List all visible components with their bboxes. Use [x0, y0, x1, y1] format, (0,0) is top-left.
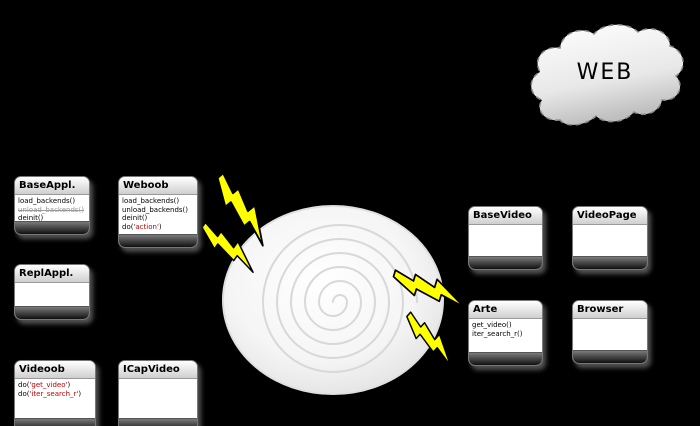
class-box-footer [15, 306, 89, 319]
class-title: VideoPage [573, 207, 647, 225]
lightning-bolt-icon [406, 311, 452, 367]
class-title: BaseAppl. [15, 177, 89, 195]
method-line: do('iter_search_r') [18, 390, 92, 399]
lightning-bolt-icon [392, 269, 466, 308]
class-title: Arte [469, 301, 542, 319]
web-cloud-label: WEB [576, 60, 634, 85]
method-line: deinit() [122, 214, 148, 222]
class-box-footer [15, 221, 89, 234]
lightning-bolt-icon [216, 172, 264, 247]
class-box-footer [15, 418, 95, 426]
class-title: ICapVideo [119, 361, 197, 379]
class-methods [573, 319, 647, 350]
class-box-footer [573, 350, 647, 363]
class-title: Browser [573, 301, 647, 319]
class-box-videoob: Videoob do('get_video') do('iter_search_… [14, 360, 96, 426]
class-box-arte: Arte get_video() iter_search_r() [468, 300, 543, 366]
method-line: do('action') [122, 223, 194, 232]
class-box-browser: Browser [572, 300, 648, 364]
method-line: unload_backends() [122, 205, 189, 214]
method-line: load_backends() [122, 197, 180, 205]
method-line: load_backends() [18, 197, 76, 205]
lightning-bolt-icon [201, 221, 254, 274]
class-box-icapvideo: ICapVideo [118, 360, 198, 426]
class-methods: get_video() iter_search_r() [469, 319, 542, 352]
class-methods [119, 379, 197, 418]
class-box-footer [119, 418, 197, 426]
method-text: ) [78, 389, 82, 398]
class-methods: do('get_video') do('iter_search_r') [15, 379, 95, 418]
class-box-videopage: VideoPage [572, 206, 648, 270]
method-line: get_video() [472, 321, 512, 329]
class-methods [469, 225, 542, 256]
method-text: do( [18, 381, 30, 389]
method-text: do( [122, 222, 134, 231]
class-box-basevideo: BaseVideo [468, 206, 543, 270]
class-box-footer [119, 234, 197, 247]
method-text-emphasis: 'action' [133, 222, 159, 231]
spiral-swirl-graphic [222, 205, 444, 395]
class-title: BaseVideo [469, 207, 542, 225]
class-methods [573, 225, 647, 256]
method-text: do( [18, 389, 30, 398]
class-title: Videoob [15, 361, 95, 379]
method-line: deinit() [18, 214, 44, 222]
class-box-weboob: Weboob load_backends() unload_backends()… [118, 176, 198, 248]
method-line-strikethrough: unload_backends() [18, 205, 85, 214]
class-methods: load_backends() unload_backends() deinit… [119, 195, 197, 234]
web-cloud-shape [530, 24, 684, 126]
class-methods: load_backends() unload_backends() deinit… [15, 195, 89, 222]
class-box-replappl: ReplAppl. [14, 264, 90, 320]
method-line: iter_search_r() [472, 329, 523, 338]
method-text-emphasis: 'get_video' [29, 381, 68, 389]
class-methods [15, 283, 89, 306]
class-box-footer [469, 352, 542, 365]
class-title: ReplAppl. [15, 265, 89, 283]
class-box-footer [469, 256, 542, 269]
method-text: ) [67, 381, 71, 389]
method-line: do('get_video') [18, 381, 92, 390]
class-title: Weboob [119, 177, 197, 195]
class-box-baseappl: BaseAppl. load_backends() unload_backend… [14, 176, 90, 235]
method-text: ) [158, 222, 162, 231]
method-text-emphasis: 'iter_search_r' [29, 389, 79, 398]
class-box-footer [573, 256, 647, 269]
